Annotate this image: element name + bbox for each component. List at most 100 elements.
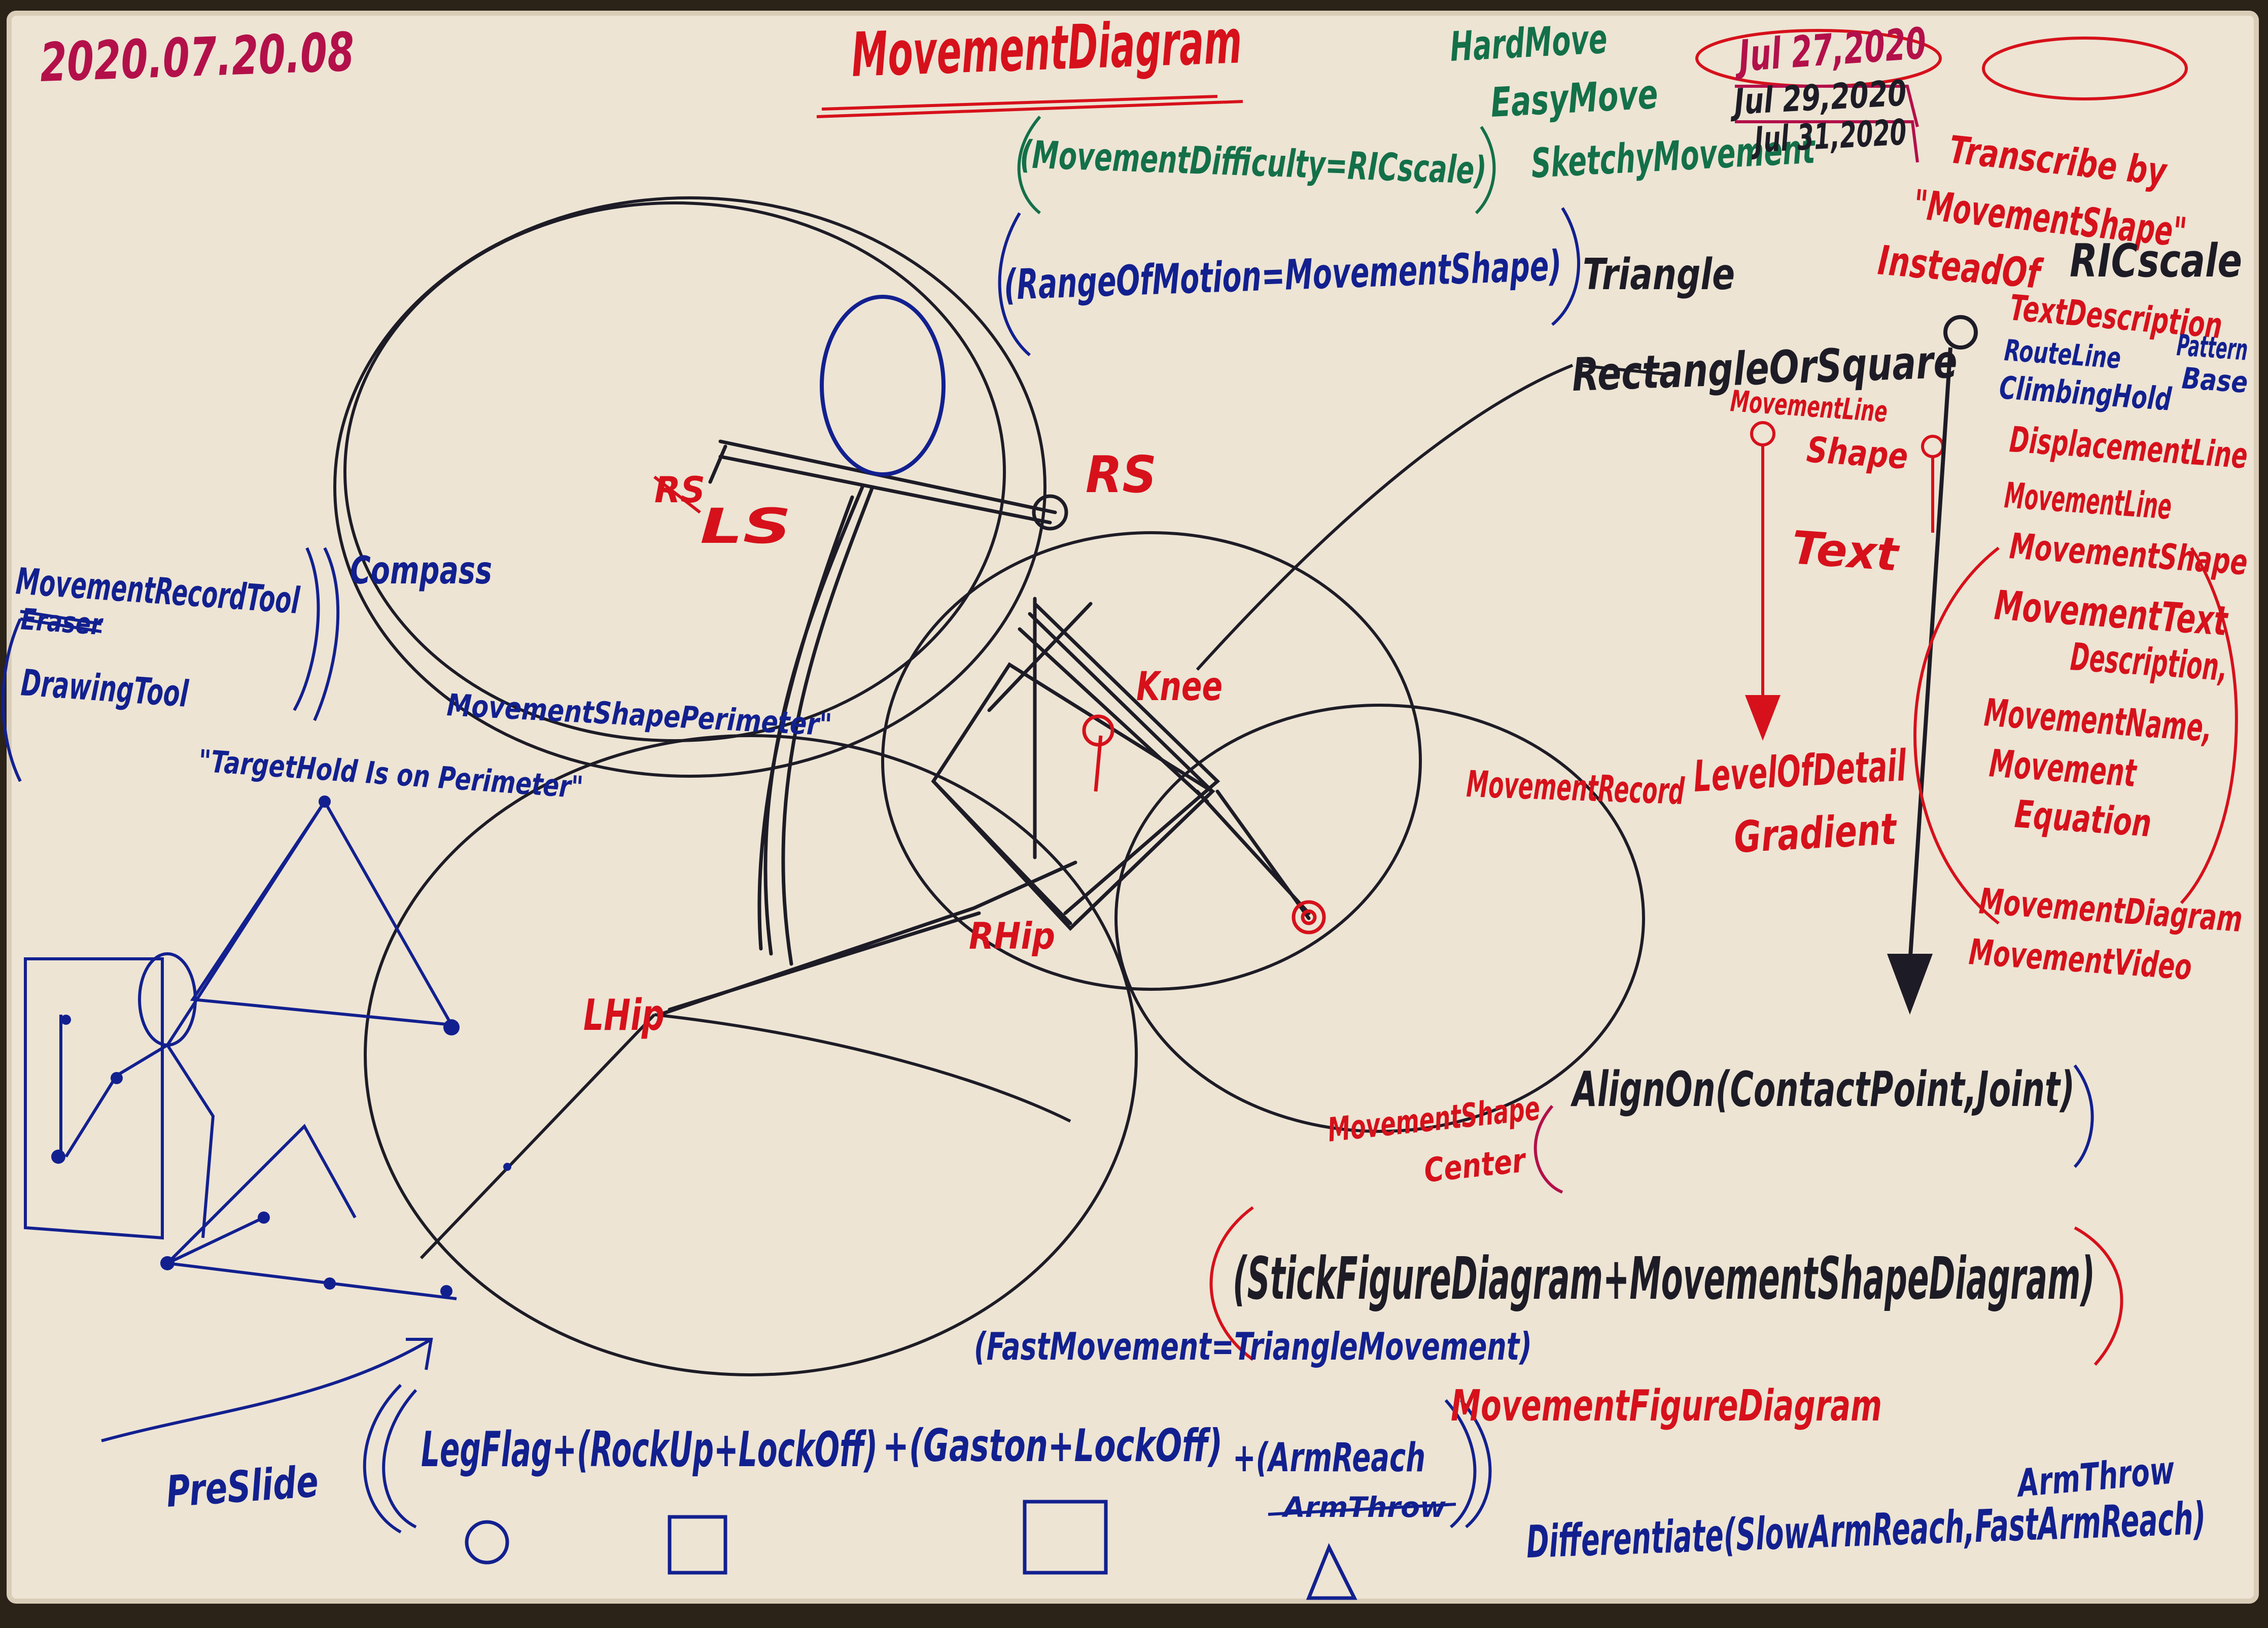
sequence-paren-2 <box>382 1389 417 1529</box>
lower-body-range-circle <box>364 734 1138 1376</box>
pre-slide-arrow <box>406 1338 433 1370</box>
mini-joint <box>319 795 331 808</box>
level-of-detail-label: LevelOfDetail <box>1692 741 1908 802</box>
foot-marker <box>1292 900 1326 934</box>
mini-box <box>24 957 164 1240</box>
leg-flag-formula: LegFlag+(RockUp+LockOff) <box>421 1422 878 1478</box>
align-on-formula: AlignOn(ContactPoint,Joint) <box>1570 1062 2075 1118</box>
foot-marker-inner <box>1301 909 1317 925</box>
stick-figure-paren <box>1209 1206 1254 1361</box>
arm-reach-label: +(ArmReach <box>1233 1435 1425 1481</box>
mini-triangle <box>190 799 455 1027</box>
stick-figure-paren-close <box>2074 1226 2123 1366</box>
shape-arrow-label: Shape <box>1805 429 1909 477</box>
arms-line <box>708 439 1057 525</box>
difficulty-paren-close <box>1475 126 1496 215</box>
date-two: Jul 29,2020 <box>1728 72 1907 123</box>
level-arrowhead <box>1887 954 1933 1015</box>
compass-label: Compass <box>350 548 492 593</box>
fast-movement-formula: (FastMovement=TriangleMovement) <box>974 1324 1532 1369</box>
movement-shape-circles <box>333 196 1645 1376</box>
struck-joint <box>653 475 701 514</box>
align-paren-close <box>2073 1064 2094 1168</box>
range-paren <box>998 212 1031 357</box>
ls-joint-label: LS <box>700 499 791 555</box>
stick-figure <box>657 439 1311 1017</box>
foot-range-circle <box>1114 704 1645 1133</box>
ls-struck-label: RS <box>654 469 705 511</box>
mini-joint <box>51 1150 65 1164</box>
movement-list-paren-close <box>2180 547 2238 905</box>
pre-slide-label: PreSlide <box>165 1457 320 1517</box>
struck-eraser-label: Eraser <box>20 602 104 642</box>
target-arc <box>1196 364 1574 671</box>
equation-label: Equation <box>2013 791 2153 846</box>
lhip-arc <box>654 1013 1071 1123</box>
tool-paren-close <box>293 547 320 711</box>
stick-figure-formula: (StickFigureDiagram+MovementShapeDiagram… <box>1233 1245 2095 1313</box>
green-parentheses <box>1017 116 1496 215</box>
strikethroughs <box>20 364 1680 1516</box>
lhip-line <box>420 1013 656 1260</box>
ric-scale-label: RICscale <box>2070 234 2242 288</box>
rs-joint-label: RS <box>1086 445 1157 504</box>
description-label: Description, <box>2069 634 2229 689</box>
base-label: Base <box>2181 361 2249 400</box>
difficulty-paren <box>1017 116 1041 215</box>
upper-body-range-circle <box>333 196 1046 778</box>
struck-rectangle <box>1577 364 1680 377</box>
rs-joint-circle <box>1032 494 1068 531</box>
hip-line <box>657 860 1077 1017</box>
gradient-label: Gradient <box>1733 804 1899 863</box>
knee-square <box>931 662 1215 931</box>
mini-joint <box>61 1015 71 1025</box>
mini-joint <box>324 1277 336 1290</box>
triangle-label: Triangle <box>1583 250 1735 300</box>
pre-slide-arc <box>101 1338 432 1442</box>
red-arrowhead <box>1745 695 1781 741</box>
date-bracket <box>1735 85 1919 163</box>
mini-joint <box>111 1072 123 1084</box>
square-symbol <box>668 1515 727 1575</box>
route-line-label: RouteLine <box>2003 333 2122 375</box>
mini-joint <box>160 1256 175 1270</box>
spine-line <box>757 485 875 966</box>
title-underline <box>816 95 1243 118</box>
easy-move-label: EasyMove <box>1489 71 1659 126</box>
head-circle <box>820 295 946 476</box>
sequence-paren-close-2 <box>1459 1399 1492 1529</box>
movement-label: Movement <box>1988 741 2139 795</box>
align-paren <box>1533 1105 1563 1194</box>
tool-paren-2 <box>313 547 340 721</box>
level-arrow-line <box>1908 347 1952 964</box>
triangle-symbol <box>1306 1543 1357 1600</box>
rhip-joint-label: RHip <box>969 915 1055 957</box>
level-of-detail-arrow <box>1908 315 1978 964</box>
red-parentheses <box>816 29 2238 1366</box>
mini-body <box>59 801 457 1300</box>
level-arrow-origin <box>1943 315 1978 350</box>
date-three: Jul 31,2020 <box>1749 111 1907 161</box>
mini-figure-joints <box>51 795 511 1297</box>
struck-arm-throw-label: ArmThrow <box>1281 1491 1446 1523</box>
rectangle-symbol <box>1023 1500 1108 1575</box>
knee-joint-label: Knee <box>1136 664 1223 710</box>
mini-joint <box>440 1285 452 1297</box>
movement-list-paren <box>1913 546 2000 925</box>
range-paren-close <box>1551 207 1580 326</box>
empty-circle <box>1982 37 2188 100</box>
mini-joint <box>258 1211 270 1224</box>
lhip-joint-label: LHip <box>583 990 665 1041</box>
circle-symbol <box>465 1520 509 1565</box>
knee-range-circle <box>881 531 1422 991</box>
sequence-paren-close <box>1444 1399 1477 1529</box>
sequence-paren <box>363 1383 402 1534</box>
hard-move-label: HardMove <box>1449 15 1608 71</box>
paper <box>7 11 2259 1604</box>
tool-paren <box>2 618 22 782</box>
movement-figure-diagram-label: MovementFigureDiagram <box>1451 1381 1882 1431</box>
mini-joint <box>503 1163 511 1171</box>
